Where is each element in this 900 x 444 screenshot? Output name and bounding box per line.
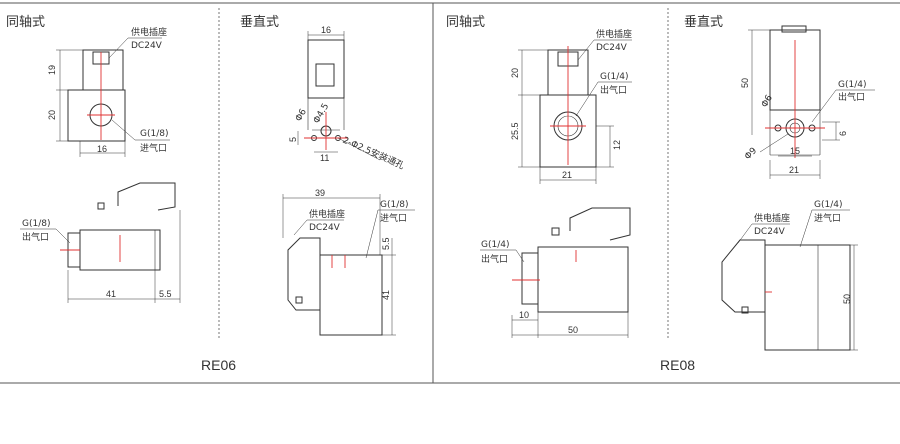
dim-re06-v5: 5	[288, 137, 298, 142]
label-re08-voltage: DC24V	[596, 43, 628, 53]
label-re08-v-voltage: DC24V	[754, 227, 786, 237]
dim-re08-50: 50	[568, 325, 578, 335]
dim-re06-v5-5: 5.5	[381, 237, 391, 250]
re06-coaxial-front-view: 19 20 16 供电插座 DC24V G(1/8) 进气口	[47, 26, 170, 157]
dim-re08-v21: 21	[789, 165, 799, 175]
dim-re08-v6: 6	[838, 131, 848, 136]
dim-re08-12: 12	[612, 140, 622, 150]
re08-coaxial-front-view: 20 25.5 12 21 供电插座 DC24V G(1/4) 出气口	[510, 28, 632, 184]
label-re08-v-power-socket: 供电插座	[754, 212, 790, 224]
label-re06-v-power-socket: 供电插座	[309, 208, 345, 220]
dim-re08-v50b: 50	[842, 294, 852, 304]
label-re06-v-g18: G(1/8)	[380, 200, 408, 210]
label-re06-mount-holes: 2-Φ2.5安装通孔	[341, 134, 407, 172]
heading-re08-vertical: 垂直式	[684, 15, 723, 30]
dim-re08-21: 21	[562, 170, 572, 180]
label-re06-g18-side: G(1/8)	[22, 219, 50, 229]
dim-re06-v16: 16	[321, 25, 331, 35]
label-re08-phi9: Φ9	[743, 146, 759, 162]
dim-re06-19: 19	[47, 65, 57, 75]
model-label-re06: RE06	[201, 357, 236, 373]
model-label-re08: RE08	[660, 357, 695, 373]
label-re08-v-side-inlet: 进气口	[814, 212, 841, 224]
label-re08-outlet: 出气口	[600, 84, 627, 96]
label-re08-g14-side: G(1/4)	[481, 240, 509, 250]
label-re06-g18-front: G(1/8)	[140, 129, 168, 139]
dim-re06-41: 41	[106, 289, 116, 299]
re06-vertical-side-view: 39 5.5 41 供电插座 DC24V G(1/8) 进气口	[282, 188, 415, 336]
label-re06-voltage: DC24V	[131, 41, 163, 51]
sheet-frame	[0, 2, 900, 384]
heading-re08-coaxial: 同轴式	[446, 15, 485, 30]
label-re08-power-socket: 供电插座	[596, 28, 632, 40]
label-re08-g14-front: G(1/4)	[600, 72, 628, 82]
re06-vertical-top-view: 16 5 11 Φ6 Φ4.5 2-Φ2.5安装通孔	[288, 25, 406, 172]
re08-coaxial-side-view: 10 50 G(1/4) 出气口	[480, 207, 631, 338]
label-re06-power-socket: 供电插座	[131, 26, 167, 38]
label-re06-phi-c: Φ6	[294, 107, 309, 123]
dim-re06-v41: 41	[381, 290, 391, 300]
dim-re06-16: 16	[97, 144, 107, 154]
label-re06-phi-bolt: Φ4.5	[312, 102, 331, 126]
dim-re08-10: 10	[519, 310, 529, 320]
label-re08-side-outlet: 出气口	[481, 253, 508, 265]
dim-re06-5-5: 5.5	[159, 289, 172, 299]
re08-vertical-top-view: 50 6 15 21 Φ6 Φ9 G(1/4) 出气口	[740, 25, 875, 179]
label-re06-v-voltage: DC24V	[309, 223, 341, 233]
dim-re06-v11: 11	[320, 153, 329, 163]
dim-re06-v39: 39	[315, 188, 325, 198]
label-re08-v-g14: G(1/4)	[838, 80, 866, 90]
dim-re08-25-5: 25.5	[510, 122, 520, 140]
dim-re08-v50: 50	[740, 78, 750, 88]
heading-re06-vertical: 垂直式	[240, 15, 279, 30]
label-re08-v-outlet: 出气口	[838, 91, 865, 103]
re08-vertical-side-view: 50 供电插座 DC24V G(1/4) 进气口	[721, 200, 858, 351]
dim-re06-20: 20	[47, 110, 57, 120]
re06-coaxial-side-view: 41 5.5 G(1/8) 出气口	[20, 182, 181, 303]
dim-re08-v15: 15	[790, 146, 800, 156]
label-re06-outlet: 出气口	[22, 231, 49, 243]
label-re06-inlet: 进气口	[140, 142, 167, 154]
label-re08-v-side-g14: G(1/4)	[814, 200, 842, 210]
label-re06-v-inlet: 进气口	[380, 212, 407, 224]
heading-re06-coaxial: 同轴式	[6, 15, 45, 30]
dim-re08-20: 20	[510, 68, 520, 78]
label-re08-phi6: Φ6	[760, 93, 775, 109]
